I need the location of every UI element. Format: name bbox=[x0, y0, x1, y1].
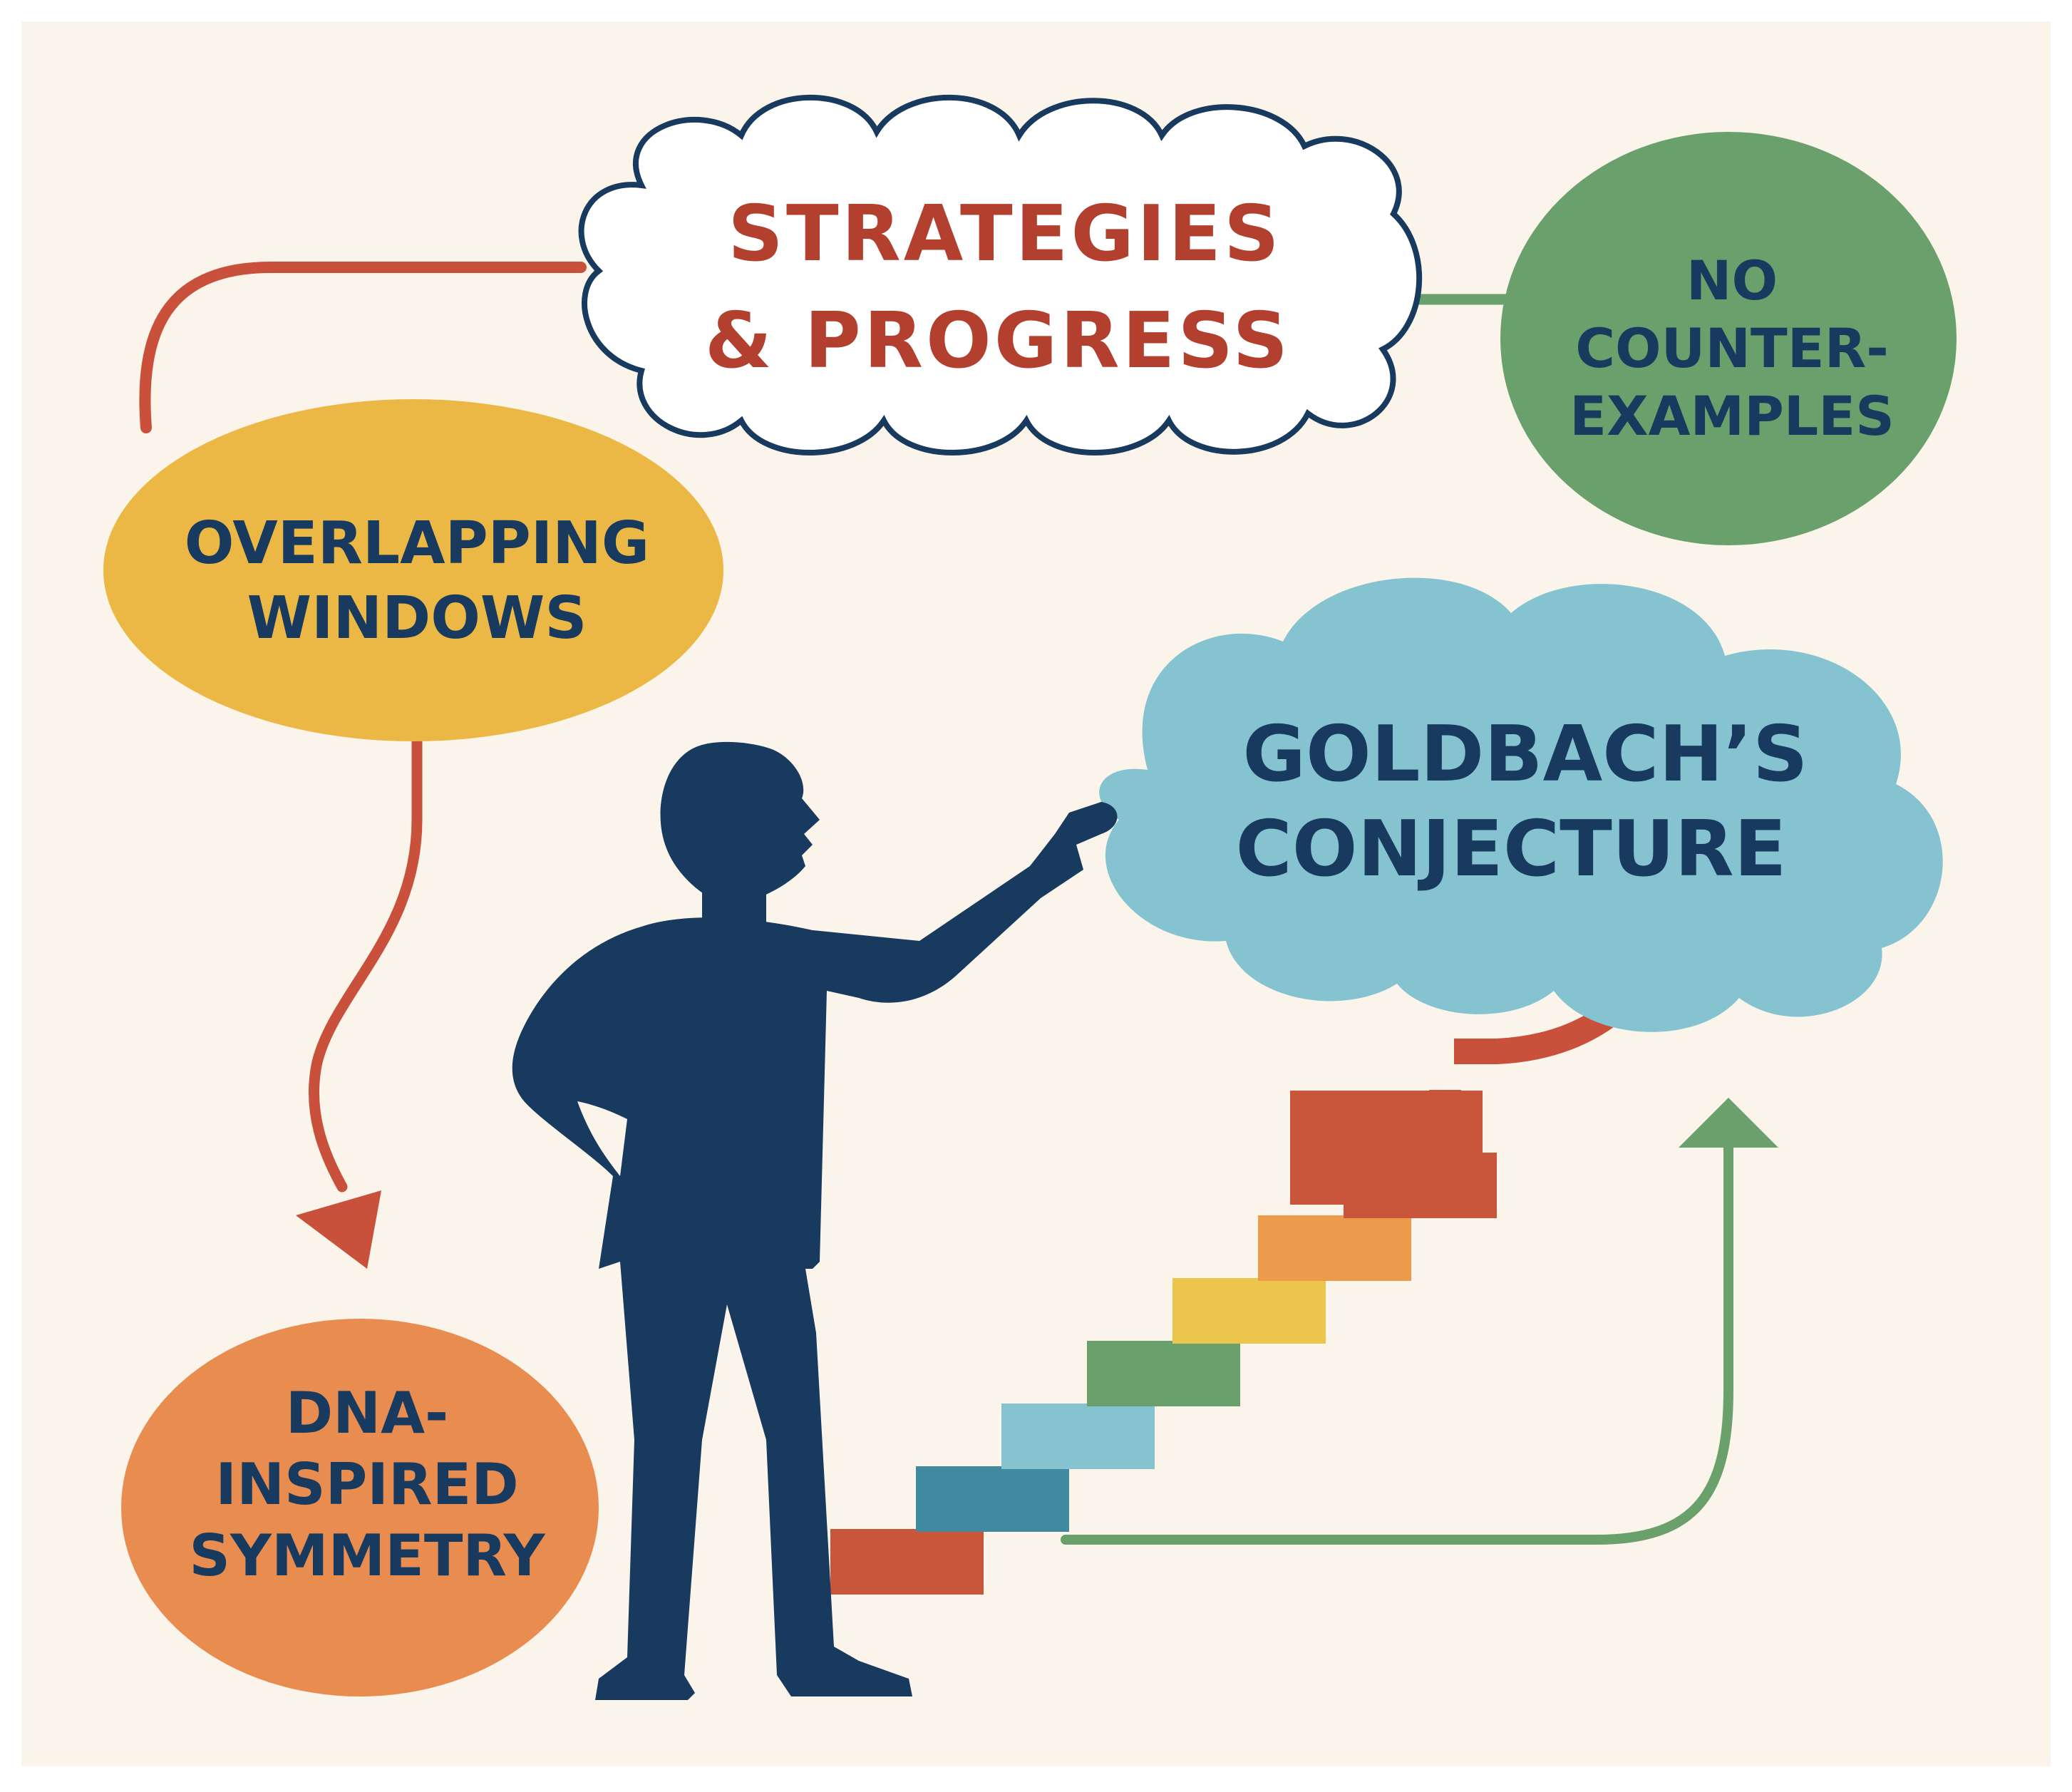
dna-symmetry-ellipse bbox=[121, 1319, 599, 1696]
stair-top-block bbox=[1290, 1091, 1483, 1205]
stair-step-6 bbox=[1258, 1215, 1411, 1281]
connector-strategies-to-windows bbox=[139, 262, 587, 433]
stair-step-1 bbox=[830, 1529, 984, 1595]
progress-staircase-icon bbox=[830, 1090, 1497, 1595]
counterexamples-label-line2: COUNTER- bbox=[1575, 316, 1889, 380]
goldbach-label-line1: GOLDBACH’S bbox=[1242, 710, 1808, 799]
strategies-label-line1: STRATEGIES bbox=[728, 190, 1282, 279]
goldbach-label-line2: CONJECTURE bbox=[1236, 805, 1787, 894]
stair-step-3 bbox=[1001, 1404, 1155, 1469]
stair-step-2 bbox=[916, 1466, 1069, 1532]
arrowhead-dna bbox=[296, 1190, 381, 1269]
stair-step-4 bbox=[1087, 1341, 1240, 1406]
strategies-label-line2: & PROGRESS bbox=[705, 297, 1291, 386]
green-progress-arrow bbox=[1061, 1139, 1733, 1545]
dna-label-line2: INSPIRED bbox=[215, 1451, 518, 1518]
person-pointing-silhouette-icon bbox=[512, 741, 1118, 1700]
windows-label-line2: WINDOWS bbox=[247, 585, 587, 652]
green-arrowhead bbox=[1679, 1098, 1778, 1148]
no-counterexamples-circle bbox=[1500, 132, 1957, 545]
windows-label-line1: OVERLAPPING bbox=[185, 510, 649, 577]
dna-label-line1: DNA- bbox=[286, 1380, 448, 1446]
overlapping-windows-ellipse bbox=[103, 399, 723, 741]
goldbach-cloud-shape bbox=[1099, 577, 1943, 1032]
connector-windows-to-dna bbox=[308, 725, 423, 1193]
stair-step-5 bbox=[1172, 1278, 1326, 1344]
counterexamples-label-line3: EXAMPLES bbox=[1570, 384, 1895, 448]
strategies-cloud-shape bbox=[578, 94, 1423, 455]
counterexamples-label-line1: NO bbox=[1686, 249, 1778, 312]
dna-label-line3: SYMMETRY bbox=[189, 1523, 545, 1589]
